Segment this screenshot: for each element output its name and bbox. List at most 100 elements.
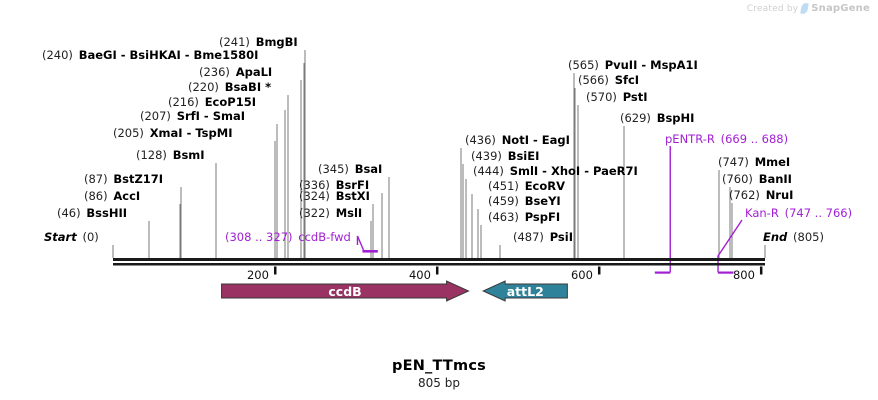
- enzyme-label-name: SrfI - SmaI: [176, 109, 246, 123]
- enzyme-label-nrui: (762) NruI: [729, 188, 793, 202]
- primer-bar-kan-r: [718, 271, 734, 274]
- primer-label-range: (669 .. 688): [720, 132, 789, 146]
- feature-arrow-ccdB[interactable]: [221, 280, 470, 302]
- enzyme-label-name: BsmI: [172, 148, 205, 162]
- watermark-prefix: Created by: [746, 3, 799, 14]
- enzyme-label-name: BsaBI *: [224, 80, 272, 94]
- enzyme-label-name: BsrFI: [335, 178, 370, 192]
- enzyme-label-name: BstZ17I: [113, 172, 164, 186]
- primer-label-ccdbfwd: (308 .. 327) ccdB-fwd: [225, 230, 351, 244]
- enzyme-label-xmai: (205) XmaI - TspMI: [113, 126, 232, 140]
- enzyme-label-bsphi: (629) BspHI: [620, 111, 694, 125]
- enzyme-label-position: (336): [299, 178, 330, 192]
- enzyme-label-srfi: (207) SrfI - SmaI: [140, 109, 245, 123]
- feature-arrow-group: [221, 280, 568, 302]
- enzyme-label-sfci: (566) SfcI: [578, 73, 639, 87]
- enzyme-label-pvuii: (565) PvuII - MspA1I: [568, 58, 698, 72]
- plasmid-length: 805 bp: [418, 376, 460, 390]
- enzyme-label-position: (207): [140, 109, 171, 123]
- primer-label-range: (308 .. 327): [225, 230, 293, 244]
- ruler-tick-400: [435, 266, 439, 275]
- enzyme-label-position: (46): [57, 206, 81, 220]
- feature-arrow-attL2[interactable]: [481, 280, 568, 302]
- enzyme-label-ecop: (216) EcoP15I: [168, 95, 256, 109]
- enzyme-label-name: XmaI - TspMI: [149, 126, 233, 140]
- enzyme-label-pspfi: (463) PspFI: [488, 210, 560, 224]
- enzyme-label-start: Start (0): [44, 230, 99, 244]
- leader-line-group: [112, 50, 766, 258]
- enzyme-label-position: (805): [793, 230, 824, 244]
- enzyme-label-name: BsaI: [354, 162, 383, 176]
- enzyme-label-position: (0): [82, 230, 99, 244]
- ruler-tick-label-600: 600: [570, 267, 593, 282]
- enzyme-label-name: BssHII: [86, 206, 127, 220]
- enzyme-label-mmei: (747) MmeI: [718, 155, 790, 169]
- enzyme-label-name: PvuII - MspA1I: [604, 58, 698, 72]
- enzyme-label-position: (236): [199, 65, 230, 79]
- enzyme-label-name: BsiEI: [507, 149, 540, 163]
- enzyme-label-position: (459): [488, 194, 519, 208]
- enzyme-label-position: (322): [299, 206, 330, 220]
- enzyme-label-name: BanII: [758, 172, 792, 186]
- enzyme-label-bstxi: (324) BstXI: [299, 189, 370, 203]
- enzyme-label-name: MmeI: [754, 155, 791, 169]
- enzyme-label-name: PspFI: [524, 210, 561, 224]
- enzyme-label-name: Start: [44, 230, 77, 244]
- enzyme-label-position: (570): [586, 90, 617, 104]
- enzyme-label-psti: (570) PstI: [586, 90, 648, 104]
- enzyme-label-position: (87): [84, 172, 108, 186]
- ruler-tick-800: [759, 266, 763, 275]
- primer-leader-kan-r: [717, 219, 743, 273]
- enzyme-label-bsmi: (128) BsmI: [136, 148, 205, 162]
- enzyme-label-name: NruI: [765, 188, 794, 202]
- enzyme-label-name: PsiI: [549, 230, 573, 244]
- primer-bar-ccdb-fwd: [362, 250, 378, 253]
- enzyme-label-position: (324): [299, 189, 330, 203]
- enzyme-label-name: End: [763, 230, 788, 244]
- enzyme-label-position: (216): [168, 95, 199, 109]
- enzyme-label-position: (345): [318, 162, 349, 176]
- enzyme-label-name: NotI - EagI: [501, 133, 570, 147]
- enzyme-label-bsiei: (439) BsiEI: [471, 149, 539, 163]
- enzyme-label-position: (86): [84, 189, 108, 203]
- primer-label-name: Kan-R: [745, 206, 779, 220]
- primer-mark-group: [356, 146, 743, 274]
- enzyme-label-position: (760): [722, 172, 753, 186]
- enzyme-label-bseyi: (459) BseYI: [488, 194, 561, 208]
- enzyme-label-noti: (436) NotI - EagI: [465, 133, 570, 147]
- enzyme-label-position: (762): [729, 188, 760, 202]
- enzyme-label-bsai: (345) BsaI: [318, 162, 382, 176]
- enzyme-label-position: (566): [578, 73, 609, 87]
- enzyme-label-msli: (322) MslI: [299, 206, 362, 220]
- plasmid-name: pEN_TTmcs: [392, 358, 486, 374]
- enzyme-label-end: End (805): [763, 230, 824, 244]
- enzyme-label-name: ApaLI: [235, 65, 273, 79]
- enzyme-label-ecorv: (451) EcoRV: [488, 179, 565, 193]
- enzyme-label-name: BmgBI: [255, 35, 298, 49]
- primer-label-name: ccdB-fwd: [298, 230, 351, 244]
- ruler-tick-label-400: 400: [408, 267, 431, 282]
- enzyme-label-position: (220): [188, 80, 219, 94]
- enzyme-label-name: BstXI: [335, 189, 370, 203]
- enzyme-label-position: (451): [488, 179, 519, 193]
- enzyme-label-apali: (236) ApaLI: [199, 65, 272, 79]
- primer-bar-pentr-r: [654, 271, 671, 274]
- backbone-line-lower: [113, 263, 765, 266]
- enzyme-label-position: (439): [471, 149, 502, 163]
- enzyme-label-bsrfi: (336) BsrFI: [299, 178, 369, 192]
- ruler-tick-600: [597, 266, 601, 275]
- enzyme-label-bmgbi: (241) BmgBI: [219, 35, 298, 49]
- enzyme-label-psii: (487) PsiI: [513, 230, 573, 244]
- enzyme-label-name: SfcI: [614, 73, 640, 87]
- enzyme-label-position: (629): [620, 111, 651, 125]
- enzyme-label-name: AccI: [113, 189, 141, 203]
- enzyme-label-position: (205): [113, 126, 144, 140]
- map-title-block: pEN_TTmcs 805 bp: [0, 358, 878, 390]
- snapgene-watermark: Created by SnapGene: [746, 2, 870, 15]
- enzyme-label-name: EcoRV: [524, 179, 566, 193]
- enzyme-label-bsabi: (220) BsaBI *: [188, 80, 271, 94]
- enzyme-label-name: SmlI - XhoI - PaeR7I: [509, 164, 638, 178]
- enzyme-label-position: (436): [465, 133, 496, 147]
- enzyme-label-position: (128): [136, 148, 167, 162]
